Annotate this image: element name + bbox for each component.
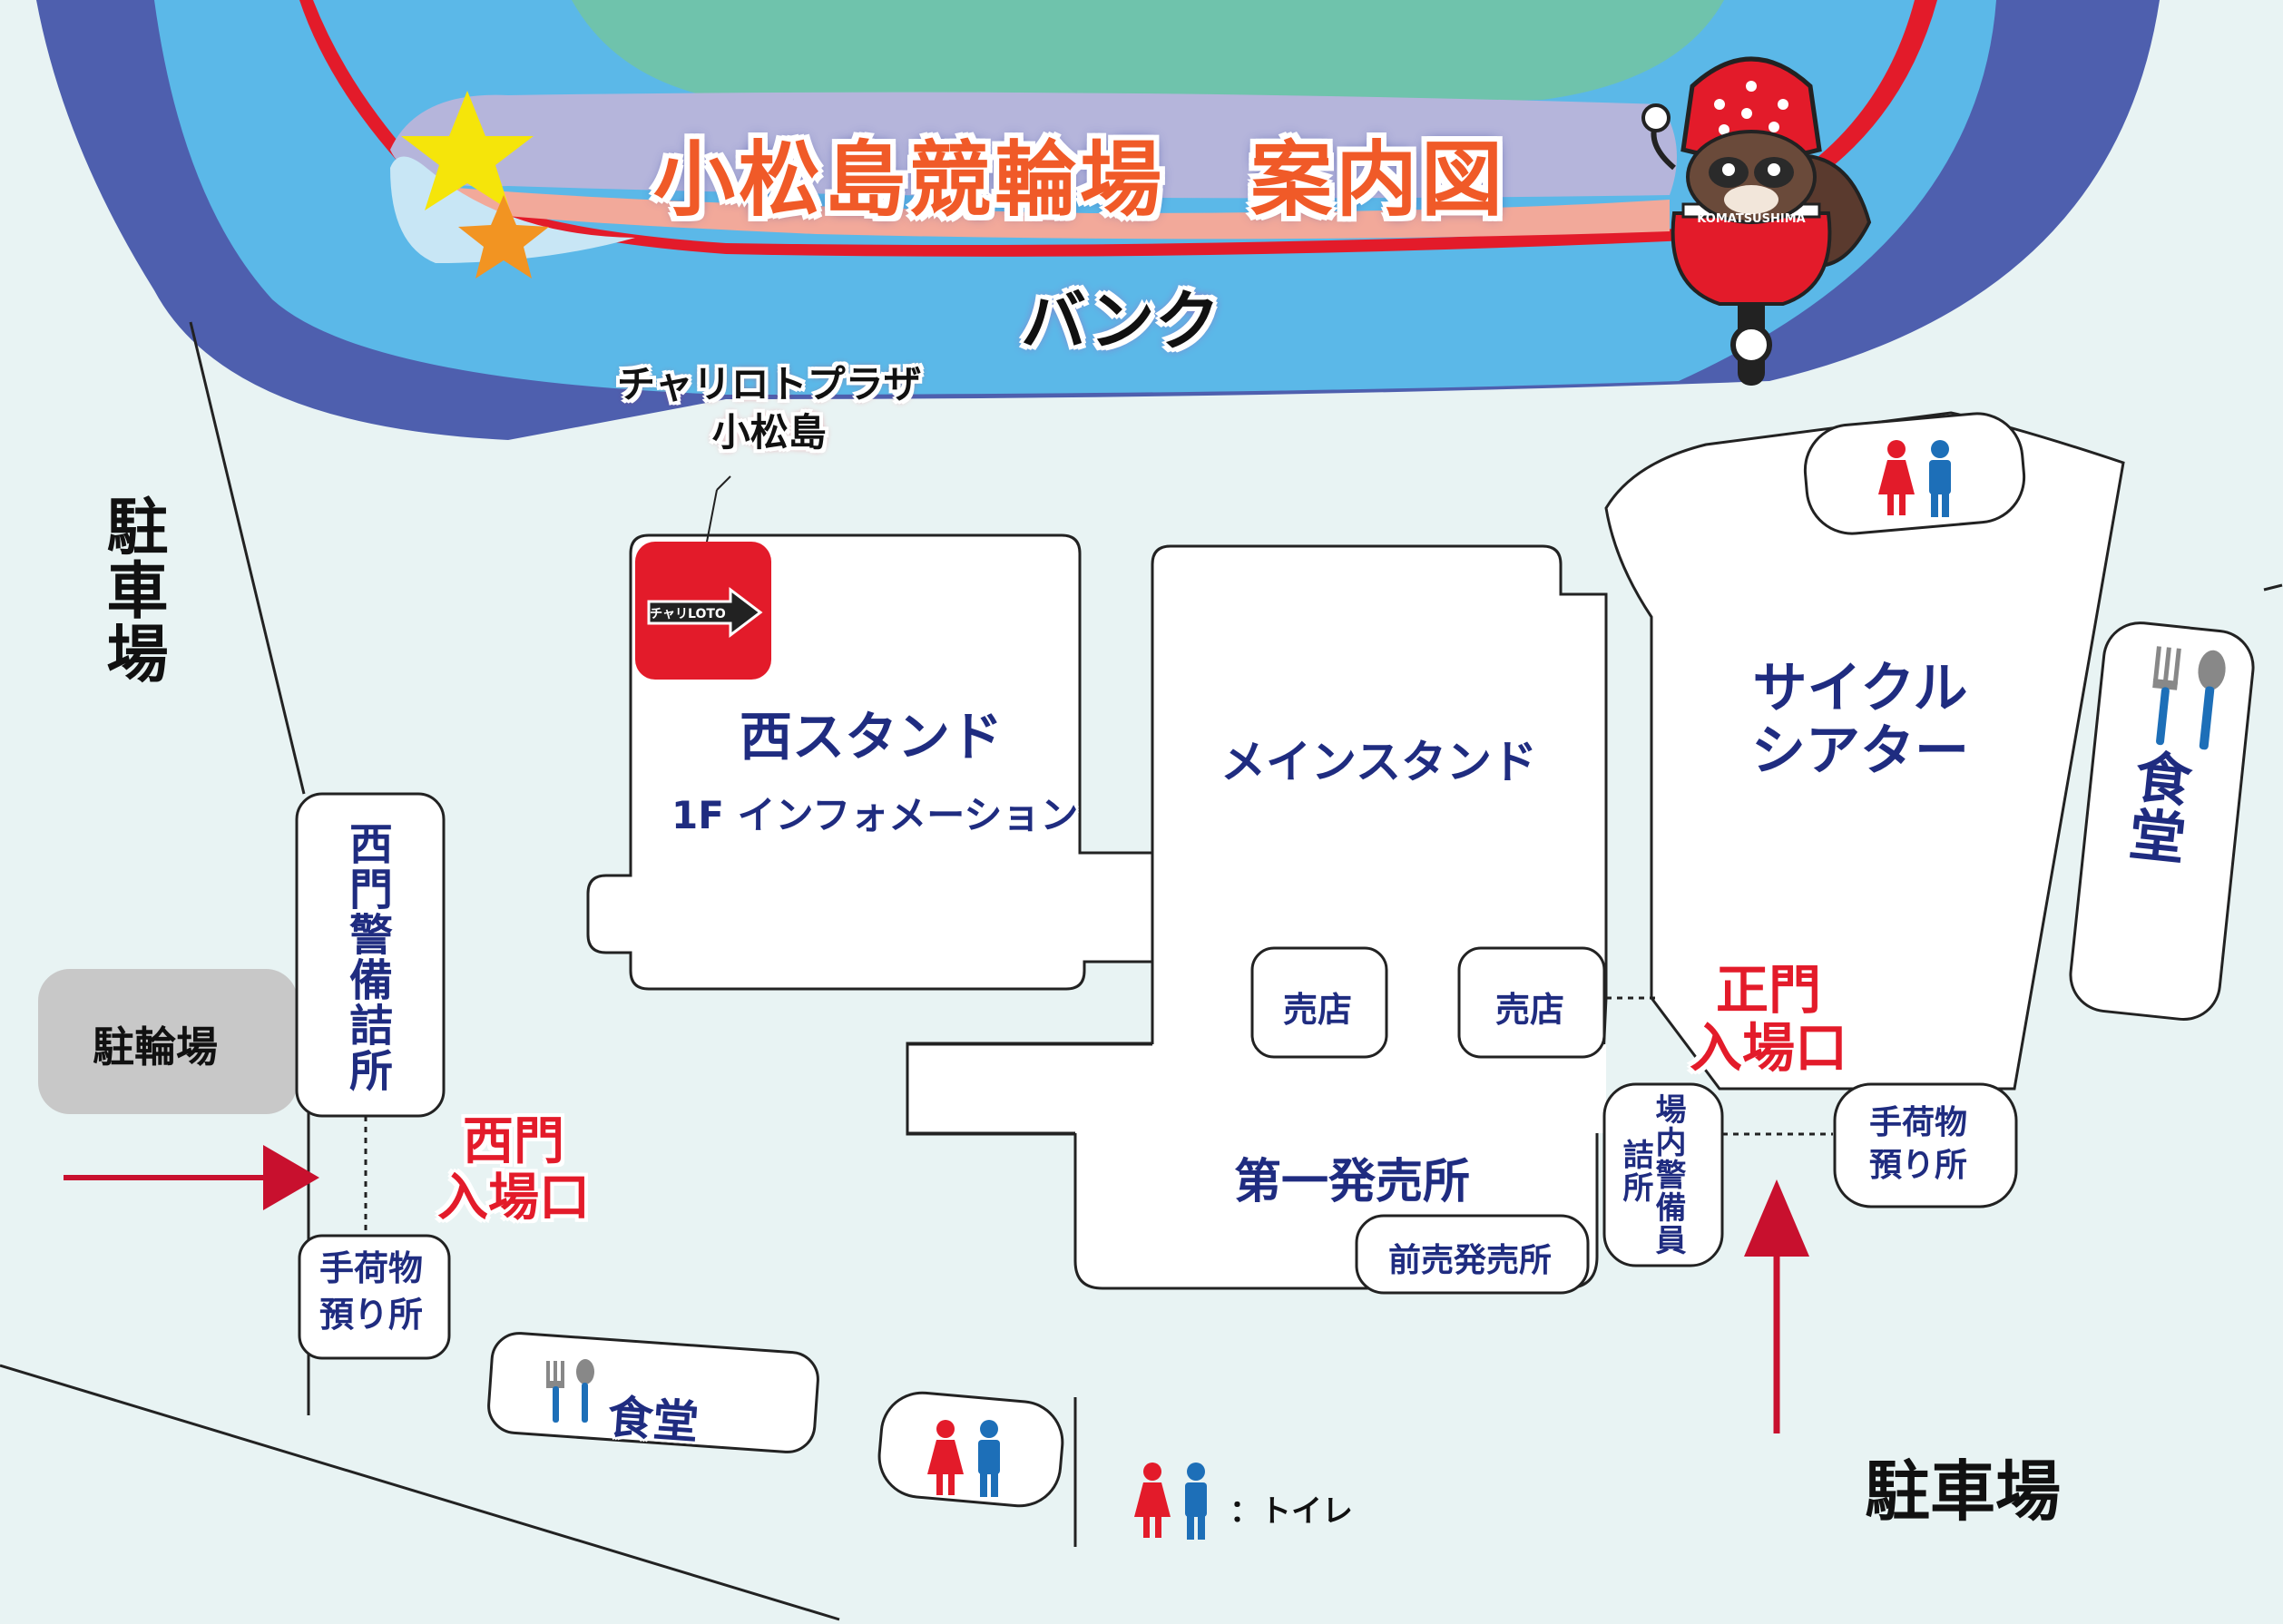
east-dining-label: 食堂 [2116, 745, 2195, 868]
west-gate-label: 西門 入場口 [437, 1114, 590, 1226]
west-entry-arrow [64, 1145, 319, 1210]
title-band-salmon [436, 186, 1670, 240]
mascot-icon: KOMATSUSHIMA [1641, 56, 1872, 386]
title-band-lavender [390, 92, 1677, 199]
east-luggage-label: 手荷物 預り所 [1869, 1102, 1967, 1188]
shop-2-box [1457, 946, 1606, 1059]
west-guard-office-label: 西門警備詰所 [341, 821, 392, 1093]
track [36, 0, 2160, 440]
inner-guard-line1: 場内警備員 [1650, 1093, 1686, 1257]
mascot-text: KOMATSUSHIMA [1697, 212, 1805, 226]
shop-1-box [1250, 946, 1388, 1059]
toilet-icon-west [927, 1420, 1000, 1497]
inner-guard-box [1602, 1082, 1724, 1267]
title-band-lightblue [390, 156, 635, 263]
connector-fill [907, 1044, 1606, 1133]
west-gate-line2: 入場口 [437, 1168, 590, 1228]
west-dining-label: 食堂 [605, 1390, 701, 1450]
main-gate-label: 正門 入場口 [1690, 959, 1848, 1079]
west-stand-info-label: 1F インフォメーション [671, 793, 1079, 837]
toilet-legend-label: ：トイレ [1230, 1493, 1353, 1530]
loto-logo-text: チャリLOTO [650, 607, 726, 621]
east-luggage-line2: 預り所 [1869, 1146, 1968, 1184]
west-toilet-box [877, 1391, 1064, 1508]
main-gate-line2: 入場口 [1690, 1016, 1848, 1079]
west-luggage-line2: 預り所 [319, 1295, 424, 1335]
chari-loto-plaza-line1: チャリロトプラザ [617, 362, 922, 406]
orange-star-icon [458, 195, 549, 279]
cycle-theater-building [1604, 411, 2125, 1091]
inner-guard-label: 場内警備員 詰所 [1617, 1093, 1686, 1257]
main-gate-line1: 正門 [1716, 959, 1822, 1021]
cycle-theater-line1: サイクル [1752, 657, 1968, 720]
east-toilet-box [1803, 412, 2026, 535]
fork-spoon-icon-west [546, 1359, 594, 1423]
toilet-icon-east [1878, 440, 1951, 517]
parking-south-label: 駐車場 [1865, 1453, 2062, 1530]
east-luggage-box [1833, 1082, 2018, 1208]
west-guard-office [295, 792, 446, 1118]
toilet-legend-icon [1134, 1463, 1207, 1540]
main-stand-label: メインスタンド [1220, 736, 1537, 788]
south-entry-arrow [1744, 1179, 1809, 1433]
west-luggage-office [298, 1234, 451, 1360]
west-luggage-line1: 手荷物 [319, 1248, 424, 1288]
parking-west-label: 駐車場 [95, 494, 167, 685]
first-sales-label: 第一発売所 [1234, 1155, 1471, 1209]
east-luggage-line1: 手荷物 [1869, 1104, 1968, 1141]
inner-guard-line2: 詰所 [1617, 1139, 1653, 1204]
west-stand-label: 西スタンド [740, 706, 1004, 768]
advance-sales-label: 前売発売所 [1388, 1242, 1553, 1279]
chari-loto-plaza-line2: 小松島 [711, 409, 827, 455]
cycle-theater-line2: シアター [1751, 719, 1969, 783]
shop-1-label: 売店 [1283, 990, 1353, 1030]
west-luggage-label: 手荷物 預り所 [319, 1246, 423, 1339]
yellow-star-icon [401, 91, 534, 210]
fork-spoon-icon-east [2152, 646, 2226, 750]
bicycle-parking-label: 駐輪場 [93, 1022, 218, 1071]
shop-2-label: 売店 [1495, 990, 1565, 1030]
bicycle-parking-area [38, 969, 298, 1114]
infield-green [572, 0, 1724, 107]
cycle-theater-label: サイクル シアター [1751, 658, 1969, 783]
advance-sales-box [1355, 1214, 1590, 1295]
chari-loto-plaza-label: チャリロトプラザ 小松島 [617, 361, 922, 456]
west-gate-line1: 西門 [463, 1112, 564, 1171]
west-dining-box [487, 1332, 819, 1453]
bank-label: バンク [1021, 283, 1220, 359]
map-title: 小松島競輪場 案内図 [653, 132, 1506, 228]
